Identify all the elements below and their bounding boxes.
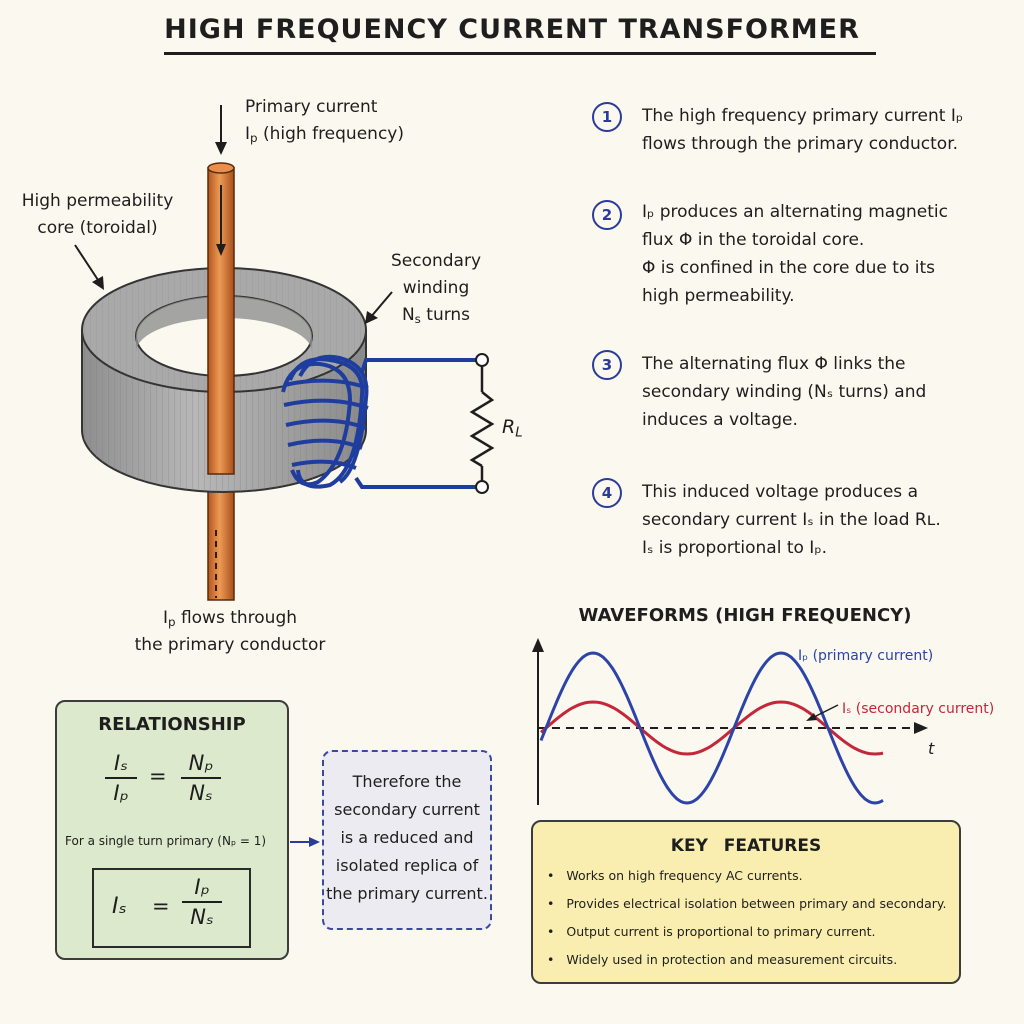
formula-is: Iₛ xyxy=(112,894,127,919)
title-underline xyxy=(164,52,876,55)
step-number: 3 xyxy=(592,350,622,380)
equals-sign: = xyxy=(149,764,167,788)
load-terminal-bottom xyxy=(475,480,489,494)
core-label: High permeability core (toroidal) xyxy=(21,191,174,238)
waveforms-title: WAVEFORMS (HIGH FREQUENCY) xyxy=(578,605,912,626)
key-feature-item: Works on high frequency AC currents. xyxy=(547,868,802,883)
key-feature-item: Output current is proportional to primar… xyxy=(547,924,875,939)
step-number: 1 xyxy=(592,102,622,132)
primary-current-label: Primary current Ip (high frequency) xyxy=(245,97,404,145)
step-number: 2 xyxy=(592,200,622,230)
relationship-title: RELATIONSHIP xyxy=(98,714,246,735)
waveform-chart xyxy=(532,638,928,805)
formula-equals: = xyxy=(152,894,170,918)
load-resistor-label: RL xyxy=(502,416,523,441)
step-number: 4 xyxy=(592,478,622,508)
time-axis-label: t xyxy=(928,739,935,758)
key-features-title: KEY FEATURES xyxy=(670,836,822,856)
key-feature-item: Widely used in protection and measuremen… xyxy=(547,952,897,967)
primary-flow-label: Ip flows through the primary conductor xyxy=(134,608,326,655)
key-feature-item: Provides electrical isolation between pr… xyxy=(547,896,946,911)
page-title: HIGH FREQUENCY CURRENT TRANSFORMER xyxy=(164,14,860,45)
therefore-note-box: Therefore the secondary current is a red… xyxy=(322,750,492,930)
secondary-winding xyxy=(281,354,482,489)
secondary-winding-label: Secondary winding Ns turns xyxy=(390,251,482,326)
primary-conductor-top xyxy=(207,167,235,475)
primary-current-legend: Iₚ (primary current) xyxy=(798,648,934,664)
secondary-current-legend: Iₛ (secondary current) xyxy=(842,701,995,717)
load-terminal-top xyxy=(475,353,489,367)
key-features-box: KEY FEATURES Works on high frequency AC … xyxy=(531,820,961,984)
load-resistor xyxy=(469,366,495,481)
single-turn-note: For a single turn primary (Nₚ = 1) xyxy=(65,834,267,848)
primary-current-wave xyxy=(539,651,884,805)
